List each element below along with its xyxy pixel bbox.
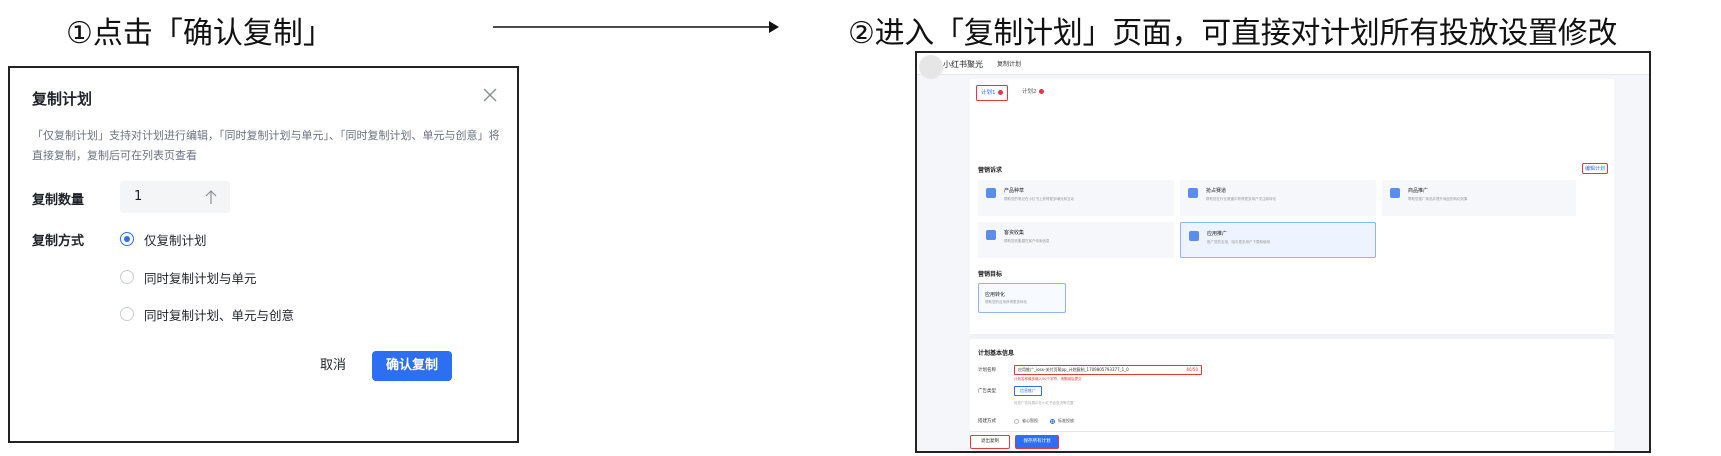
error-dot-icon [997,90,1003,95]
radio-unchecked-icon [1014,418,1019,424]
radio-smart-mode[interactable]: 省心智投 [1014,418,1038,424]
tab-plan-2[interactable]: 计划2 [1018,85,1048,101]
footer-bar: 退出复制 保存所有计划 [970,431,1614,450]
card-app-promotion[interactable]: 应用推广 推广您的应用，吸引更多用户下载和使用 [1180,222,1376,258]
quantity-value: 1 [134,189,143,204]
card-title: 商品推广 [1408,188,1429,194]
ad-type-tip: 信息广告将展示在小红书信息流等位置 [1014,401,1074,405]
radio-copy-plan-unit[interactable]: 同时复制计划与单元 [120,268,257,286]
tab-label: 计划2 [1022,89,1037,95]
track-icon [1188,188,1198,198]
build-mode-label: 搭建方式 [978,419,996,424]
card-desc: 推广您的应用，吸引更多用户下载和使用 [1207,240,1270,244]
product-icon [986,188,996,198]
radio-label: 标准投放 [1058,418,1074,423]
goal-desc: 帮助您的应用获得更多转化 [985,300,1027,304]
radio-checked-icon [120,232,134,246]
brand-name: 小红书聚光 [943,60,983,69]
method-label: 复制方式 [32,234,85,249]
goods-icon [1390,188,1400,198]
goal-title: 应用转化 [985,292,1006,298]
close-icon[interactable] [481,86,499,104]
card-product-seeding[interactable]: 产品种草 帮助您的笔记在小红书上获得更多曝光和互动 [978,180,1174,216]
radio-label: 同时复制计划与单元 [144,270,257,286]
copy-plan-dialog: 复制计划 「仅复制计划」支持对计划进行编辑，「同时复制计划与单元」、「同时复制计… [8,66,519,443]
plan-name-error: 计划名称最多输入50个字符，请删减后提交 [1014,377,1082,381]
card-desc: 帮助您推广商品并提升商品的转化效果 [1408,197,1468,201]
dialog-title: 复制计划 [32,90,93,108]
tab-plan-1[interactable]: 计划1 [976,85,1008,101]
app-icon [1189,231,1199,241]
tab-label: 计划1 [981,90,996,96]
radio-copy-plan-unit-creative[interactable]: 同时复制计划、单元与创意 [120,305,294,323]
char-count: 60/50 [1186,367,1198,372]
confirm-copy-button[interactable]: 确认复制 [372,351,452,381]
step1-title: ①点击「确认复制」 [66,16,333,51]
save-all-plans-button[interactable]: 保存所有计划 [1015,435,1059,449]
top-bar: 小红书聚光 复制计划 [917,53,1649,79]
avatar [919,55,943,79]
ad-type-label: 广告类型 [978,389,996,394]
edit-plan-link[interactable]: 编辑计划 [1581,163,1608,174]
plan-name-input[interactable]: 应用推广_iosx-关付页帮pp_计划复制_1709805793377_1_0 … [1014,365,1202,375]
main-content: 计划1 计划2 营销诉求 编辑计划 产品种草 帮助您的笔记在小红书上获得更多曝光… [970,79,1614,450]
section-marketing: 营销诉求 [978,167,1003,174]
error-dot-icon [1038,89,1044,94]
radio-unchecked-icon [120,307,134,321]
card-title: 产品种草 [1004,188,1025,194]
step2-title: ②进入「复制计划」页面，可直接对计划所有投放设置修改 [848,16,1618,51]
copy-plan-page-screenshot: 小红书聚光 复制计划 计划1 计划2 营销诉求 编辑计划 产品种草 帮助您的笔记… [915,51,1651,453]
divider [970,334,1614,339]
cancel-button[interactable]: 取消 [319,358,346,373]
card-leads[interactable]: 客资收集 帮助您收集潜在客户线索信息 [978,222,1174,258]
card-title: 应用推广 [1207,231,1228,237]
radio-standard-mode[interactable]: 标准投放 [1050,418,1074,424]
quantity-stepper[interactable]: 1 [120,181,230,213]
card-goods[interactable]: 商品推广 帮助您推广商品并提升商品的转化效果 [1382,180,1576,216]
card-track[interactable]: 抢占赛道 帮助您在行业赛道中获得更多用户关注和转化 [1180,180,1376,216]
section-basic-info: 计划基本信息 [978,350,1015,357]
section-goal: 营销目标 [978,271,1003,278]
radio-label: 仅复制计划 [144,232,207,248]
arrow-up-icon[interactable] [204,189,218,205]
card-desc: 帮助您的笔记在小红书上获得更多曝光和互动 [1004,197,1074,201]
card-desc: 帮助您收集潜在客户线索信息 [1004,239,1050,243]
radio-checked-icon [1050,418,1055,424]
breadcrumb: 复制计划 [997,61,1022,68]
radio-unchecked-icon [120,270,134,284]
arrow-right-icon [493,21,779,33]
goal-card[interactable]: 应用转化 帮助您的应用获得更多转化 [978,283,1066,313]
exit-copy-button[interactable]: 退出复制 [970,435,1010,449]
dialog-description: 「仅复制计划」支持对计划进行编辑，「同时复制计划与单元」、「同时复制计划、单元与… [32,129,500,162]
card-title: 抢占赛道 [1206,188,1227,194]
radio-copy-plan-only[interactable]: 仅复制计划 [120,230,207,248]
ad-type-button[interactable]: 信息推广 [1014,386,1042,396]
card-title: 客资收集 [1004,230,1025,236]
card-desc: 帮助您在行业赛道中获得更多用户关注和转化 [1206,197,1276,201]
plan-name-value: 应用推广_iosx-关付页帮pp_计划复制_1709805793377_1_0 [1018,367,1129,372]
quantity-label: 复制数量 [32,193,85,208]
leads-icon [986,230,996,240]
radio-label: 同时复制计划、单元与创意 [144,307,295,323]
plan-name-label: 计划名称 [978,368,996,373]
radio-label: 省心智投 [1022,418,1038,423]
